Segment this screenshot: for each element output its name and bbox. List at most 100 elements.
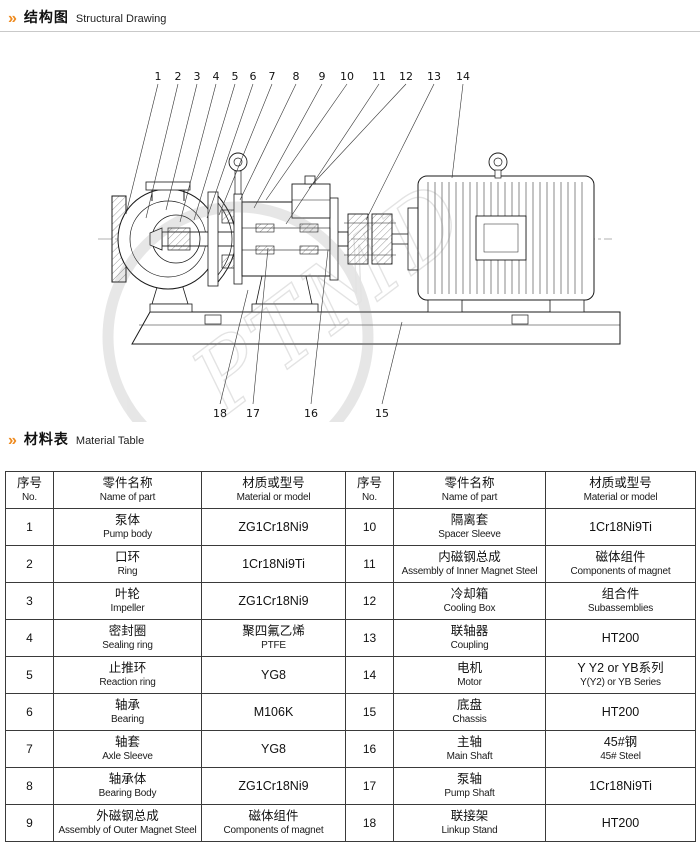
cell-part-no: 8 (5, 767, 54, 805)
material-line: Y(Y2) or YB Series (580, 677, 661, 689)
header-no-zh: 序号 (16, 476, 42, 491)
material-line: HT200 (601, 704, 640, 719)
section1-title-en: Structural Drawing (75, 13, 167, 25)
cell-part-no: 13 (345, 619, 394, 657)
material-line: ZG1Cr18Ni9 (238, 519, 309, 534)
callout-17: 17 (246, 407, 260, 420)
cell-material: YG8 (201, 730, 346, 768)
callout-10: 10 (340, 70, 354, 83)
cell-part-no: 6 (5, 693, 54, 731)
part-name-zh: 冷却箱 (450, 587, 489, 602)
material-line: YG8 (260, 667, 286, 682)
header-no-zh: 序号 (356, 476, 382, 491)
callout-3: 3 (194, 70, 201, 83)
section2-title-zh: 材料表 (23, 431, 69, 447)
part-name-en: Linkup Stand (441, 825, 498, 837)
section-header-structural: » 结构图 Structural Drawing (0, 0, 700, 32)
part-name-en: Bearing Body (98, 788, 157, 800)
leader-lines (125, 83, 464, 405)
part-name-en: Assembly of Inner Magnet Steel (401, 566, 538, 578)
material-line: ZG1Cr18Ni9 (238, 593, 309, 608)
material-line: 45# Steel (600, 751, 641, 763)
part-name-zh: 密封圈 (108, 624, 147, 639)
callout-7: 7 (269, 70, 276, 83)
part-name-zh: 止推环 (108, 661, 147, 676)
material-line: YG8 (260, 741, 286, 756)
cell-part-no: 4 (5, 619, 54, 657)
header-material-zh: 材质或型号 (242, 476, 305, 491)
callout-13: 13 (427, 70, 441, 83)
cell-material: HT200 (545, 693, 696, 731)
part-name-en: Pump Shaft (444, 788, 495, 800)
part-name-en: Chassis (452, 714, 487, 726)
header-material-left: 材质或型号 Material or model (201, 471, 346, 509)
cell-part-no: 14 (345, 656, 394, 694)
cell-material: 1Cr18Ni9Ti (201, 545, 346, 583)
cell-part-no: 7 (5, 730, 54, 768)
bearing-body (233, 193, 339, 285)
material-line: 磁体组件 (248, 809, 299, 824)
header-name-right: 零件名称 Name of part (393, 471, 546, 509)
part-name-en: Spacer Sleeve (438, 529, 501, 541)
callout-15: 15 (375, 407, 389, 420)
header-material-right: 材质或型号 Material or model (545, 471, 696, 509)
header-material-zh: 材质或型号 (589, 476, 652, 491)
cell-part-no: 5 (5, 656, 54, 694)
material-line: Subassemblies (587, 603, 654, 615)
callout-1: 1 (155, 70, 162, 83)
material-line: 组合件 (601, 587, 640, 602)
part-name-en: Motor (457, 677, 482, 689)
material-line: 1Cr18Ni9Ti (589, 778, 652, 793)
cell-material: ZG1Cr18Ni9 (201, 508, 346, 546)
part-name-zh: 联轴器 (450, 624, 489, 639)
part-name-zh: 底盘 (456, 698, 482, 713)
part-name-en: Assembly of Outer Magnet Steel (58, 825, 197, 837)
callout-11: 11 (372, 70, 386, 83)
part-name-zh: 轴承 (114, 698, 140, 713)
header-material-en: Material or model (236, 492, 311, 504)
material-line: 45#钢 (603, 735, 638, 750)
chassis-base (131, 311, 621, 345)
part-name-zh: 泵体 (114, 513, 140, 528)
header-no-en: No. (362, 492, 377, 504)
material-line: M106K (253, 704, 294, 719)
cell-material: M106K (201, 693, 346, 731)
header-name-en: Name of part (441, 492, 498, 504)
cell-part-no: 17 (345, 767, 394, 805)
part-name-en: Bearing (110, 714, 145, 726)
part-name-en: Cooling Box (443, 603, 496, 615)
callout-16: 16 (304, 407, 318, 420)
part-name-en: Pump body (103, 529, 152, 541)
material-line: HT200 (601, 630, 640, 645)
section-header-material: » 材料表 Material Table (0, 422, 700, 453)
callout-2: 2 (175, 70, 182, 83)
callout-5: 5 (232, 70, 239, 83)
cell-part-no: 16 (345, 730, 394, 768)
material-table: 序号 No. 零件名称 Name of part 材质或型号 Material … (5, 471, 696, 842)
cell-material: ZG1Cr18Ni9 (201, 767, 346, 805)
table-header-row: 序号 No. 零件名称 Name of part 材质或型号 Material … (5, 471, 696, 509)
callout-6: 6 (250, 70, 257, 83)
callout-12: 12 (399, 70, 413, 83)
part-name-en: Impeller (110, 603, 145, 615)
part-name-zh: 轴承体 (108, 772, 147, 787)
